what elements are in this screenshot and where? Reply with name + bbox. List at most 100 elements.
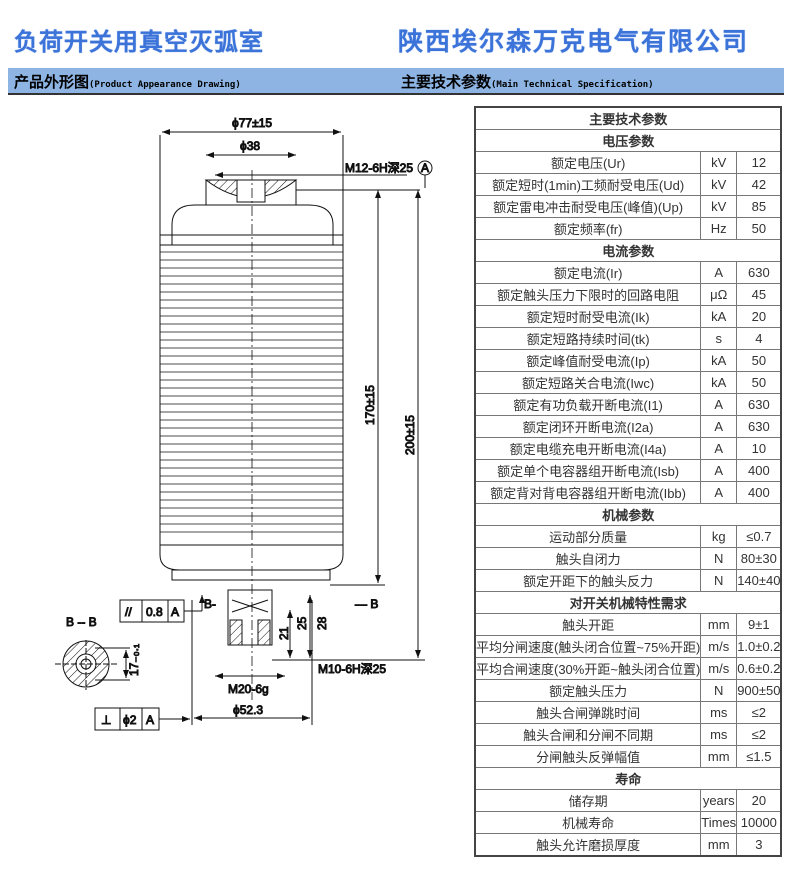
param-name: 额定电缆充电开断电流(I4a)	[474, 437, 702, 460]
param-value: 10	[736, 437, 782, 460]
param-value: 0.6±0.2	[736, 657, 782, 680]
dim-bottom-diameter: ϕ52.3	[233, 703, 263, 717]
thread-bottom-label: M10-6H深25	[318, 662, 386, 676]
drawing-title-cn: 产品外形图	[14, 73, 90, 91]
param-value: 10000	[736, 811, 782, 834]
param-unit: mm	[700, 613, 738, 636]
parallel-datum: A	[171, 605, 179, 619]
param-name: 额定有功负载开断电流(I1)	[474, 393, 702, 416]
param-value: ≤2	[736, 701, 782, 724]
param-name: 运动部分质量	[474, 525, 702, 548]
param-unit: ms	[700, 701, 738, 724]
product-title: 负荷开关用真空灭弧室	[14, 28, 264, 56]
param-value: 400	[736, 481, 782, 504]
param-unit: kV	[700, 195, 738, 218]
param-name: 额定短时耐受电流(Ik)	[474, 305, 702, 328]
param-unit: years	[700, 789, 738, 812]
group-row: 电压参数	[474, 129, 782, 152]
flat-dimension: 17₋₀.₁	[127, 644, 141, 676]
param-unit: μΩ	[700, 283, 738, 306]
group-header: 寿命	[474, 767, 782, 790]
param-name: 额定触头压力下限时的回路电阻	[474, 283, 702, 306]
parallel-tolerance: 0.8	[146, 605, 163, 619]
param-name: 额定频率(fr)	[474, 217, 702, 240]
section-mark-left: B-	[204, 597, 216, 611]
param-value: 1.0±0.2	[736, 635, 782, 658]
param-value: 80±30	[736, 547, 782, 570]
param-unit: m/s	[700, 635, 738, 658]
param-unit: A	[700, 393, 738, 416]
param-value: 400	[736, 459, 782, 482]
section-header-band: 产品外形图(Product Appearance Drawing) 主要技术参数…	[8, 68, 784, 95]
bottom-cap	[159, 545, 344, 571]
param-value: 12	[736, 151, 782, 174]
section-mark-right: — B	[355, 597, 378, 611]
param-unit: kA	[700, 305, 738, 328]
dim-outer-diameter: ϕ77±15	[232, 116, 272, 130]
param-name: 触头允许磨损厚度	[474, 833, 702, 857]
param-value: 50	[736, 371, 782, 394]
param-unit: m/s	[700, 657, 738, 680]
param-name: 额定背对背电容器组开断电流(Ibb)	[474, 481, 702, 504]
param-value: 3	[736, 833, 782, 857]
param-value: 9±1	[736, 613, 782, 636]
bottom-stem	[227, 589, 273, 646]
param-value: 50	[736, 349, 782, 372]
param-name: 额定峰值耐受电流(Ip)	[474, 349, 702, 372]
bellows-body	[159, 244, 344, 546]
param-value: ≤2	[736, 723, 782, 746]
param-unit: A	[700, 415, 738, 438]
group-row: 寿命	[474, 767, 782, 790]
param-value: 900±50	[736, 679, 782, 702]
dim-28: 28	[315, 616, 329, 630]
spec-section-title: 主要技术参数(Main Technical Specification)	[401, 71, 654, 92]
param-name: 额定单个电容器组开断电流(Isb)	[474, 459, 702, 482]
param-value: 85	[736, 195, 782, 218]
param-name: 额定开距下的触头反力	[474, 569, 702, 592]
param-unit: A	[700, 481, 738, 504]
param-unit: N	[700, 547, 738, 570]
body-ribs	[160, 251, 343, 533]
param-name: 额定短路关合电流(Iwc)	[474, 371, 702, 394]
thread-top-label: M12-6H深25	[345, 161, 413, 175]
param-unit: kV	[700, 173, 738, 196]
param-name: 触头合闸弹跳时间	[474, 701, 702, 724]
param-unit: mm	[700, 745, 738, 768]
param-name: 额定短时(1min)工频耐受电压(Ud)	[474, 173, 702, 196]
param-value: 4	[736, 327, 782, 350]
param-value: 42	[736, 173, 782, 196]
dim-top-diameter: ϕ38	[240, 139, 260, 153]
group-row: 对开关机械特性需求	[474, 591, 782, 614]
param-unit: A	[700, 437, 738, 460]
param-unit: kg	[700, 525, 738, 548]
dim-25: 25	[295, 616, 309, 630]
group-header: 对开关机械特性需求	[474, 591, 782, 614]
param-unit: ms	[700, 723, 738, 746]
param-unit: Hz	[700, 217, 738, 240]
group-header: 机械参数	[474, 503, 782, 526]
param-unit: s	[700, 327, 738, 350]
top-cap	[171, 204, 334, 245]
spec-title-cn: 主要技术参数	[401, 73, 492, 91]
param-name: 触头自闭力	[474, 547, 702, 570]
